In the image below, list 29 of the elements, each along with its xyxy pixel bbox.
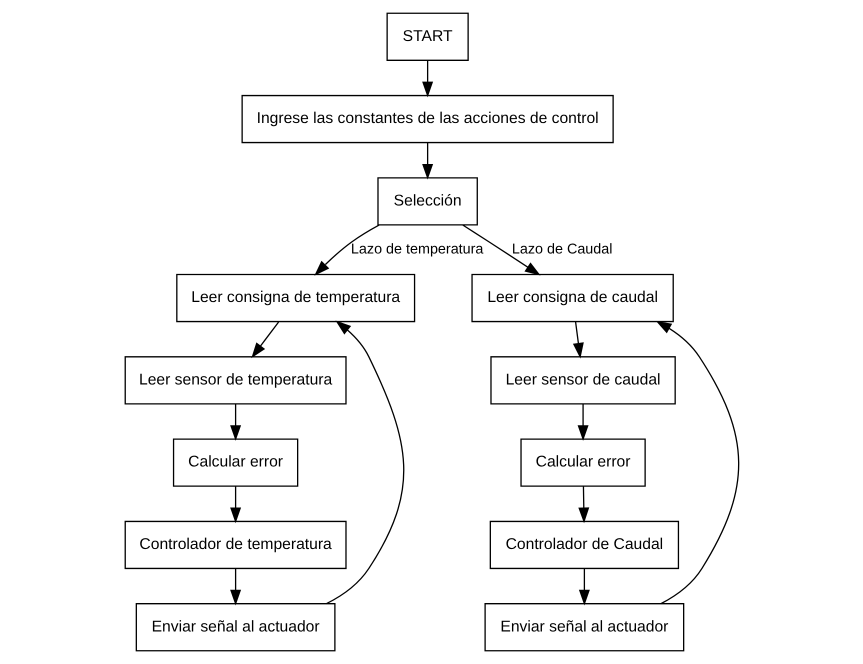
node-box: Ingrese las constantes de las acciones de control bbox=[240, 94, 614, 144]
node-box: Leer consigna de temperatura bbox=[176, 274, 415, 322]
node-box: START bbox=[386, 12, 468, 61]
arrow bbox=[577, 404, 588, 441]
arrow bbox=[314, 224, 379, 276]
arrow bbox=[250, 322, 279, 358]
node-box: Leer sensor de caudal bbox=[490, 356, 676, 404]
arrow bbox=[230, 568, 241, 606]
node-box: Calcular error bbox=[172, 438, 298, 487]
node-box: Selección bbox=[376, 177, 478, 226]
edge-label: Lazo de Caudal bbox=[511, 241, 612, 258]
arrow bbox=[230, 404, 241, 441]
arrow bbox=[578, 568, 590, 606]
node-box: Controlador de Caudal bbox=[489, 520, 679, 570]
arrow bbox=[422, 60, 433, 98]
node-box: Leer sensor de temperatura bbox=[124, 356, 346, 404]
arrow bbox=[655, 320, 739, 604]
node-box: Enviar señal al actuador bbox=[484, 603, 684, 652]
arrow bbox=[326, 320, 404, 604]
node-box: Controlador de temperatura bbox=[124, 520, 346, 570]
arrow bbox=[572, 322, 584, 359]
arrow bbox=[578, 486, 589, 524]
arrow bbox=[230, 486, 241, 524]
arrow bbox=[462, 224, 540, 276]
edge-label: Lazo de temperatura bbox=[350, 241, 483, 258]
arrow bbox=[422, 143, 433, 180]
node-box: Leer consigna de caudal bbox=[470, 274, 674, 322]
node-box: Enviar señal al actuador bbox=[135, 603, 336, 652]
node-box: Calcular error bbox=[520, 438, 646, 487]
